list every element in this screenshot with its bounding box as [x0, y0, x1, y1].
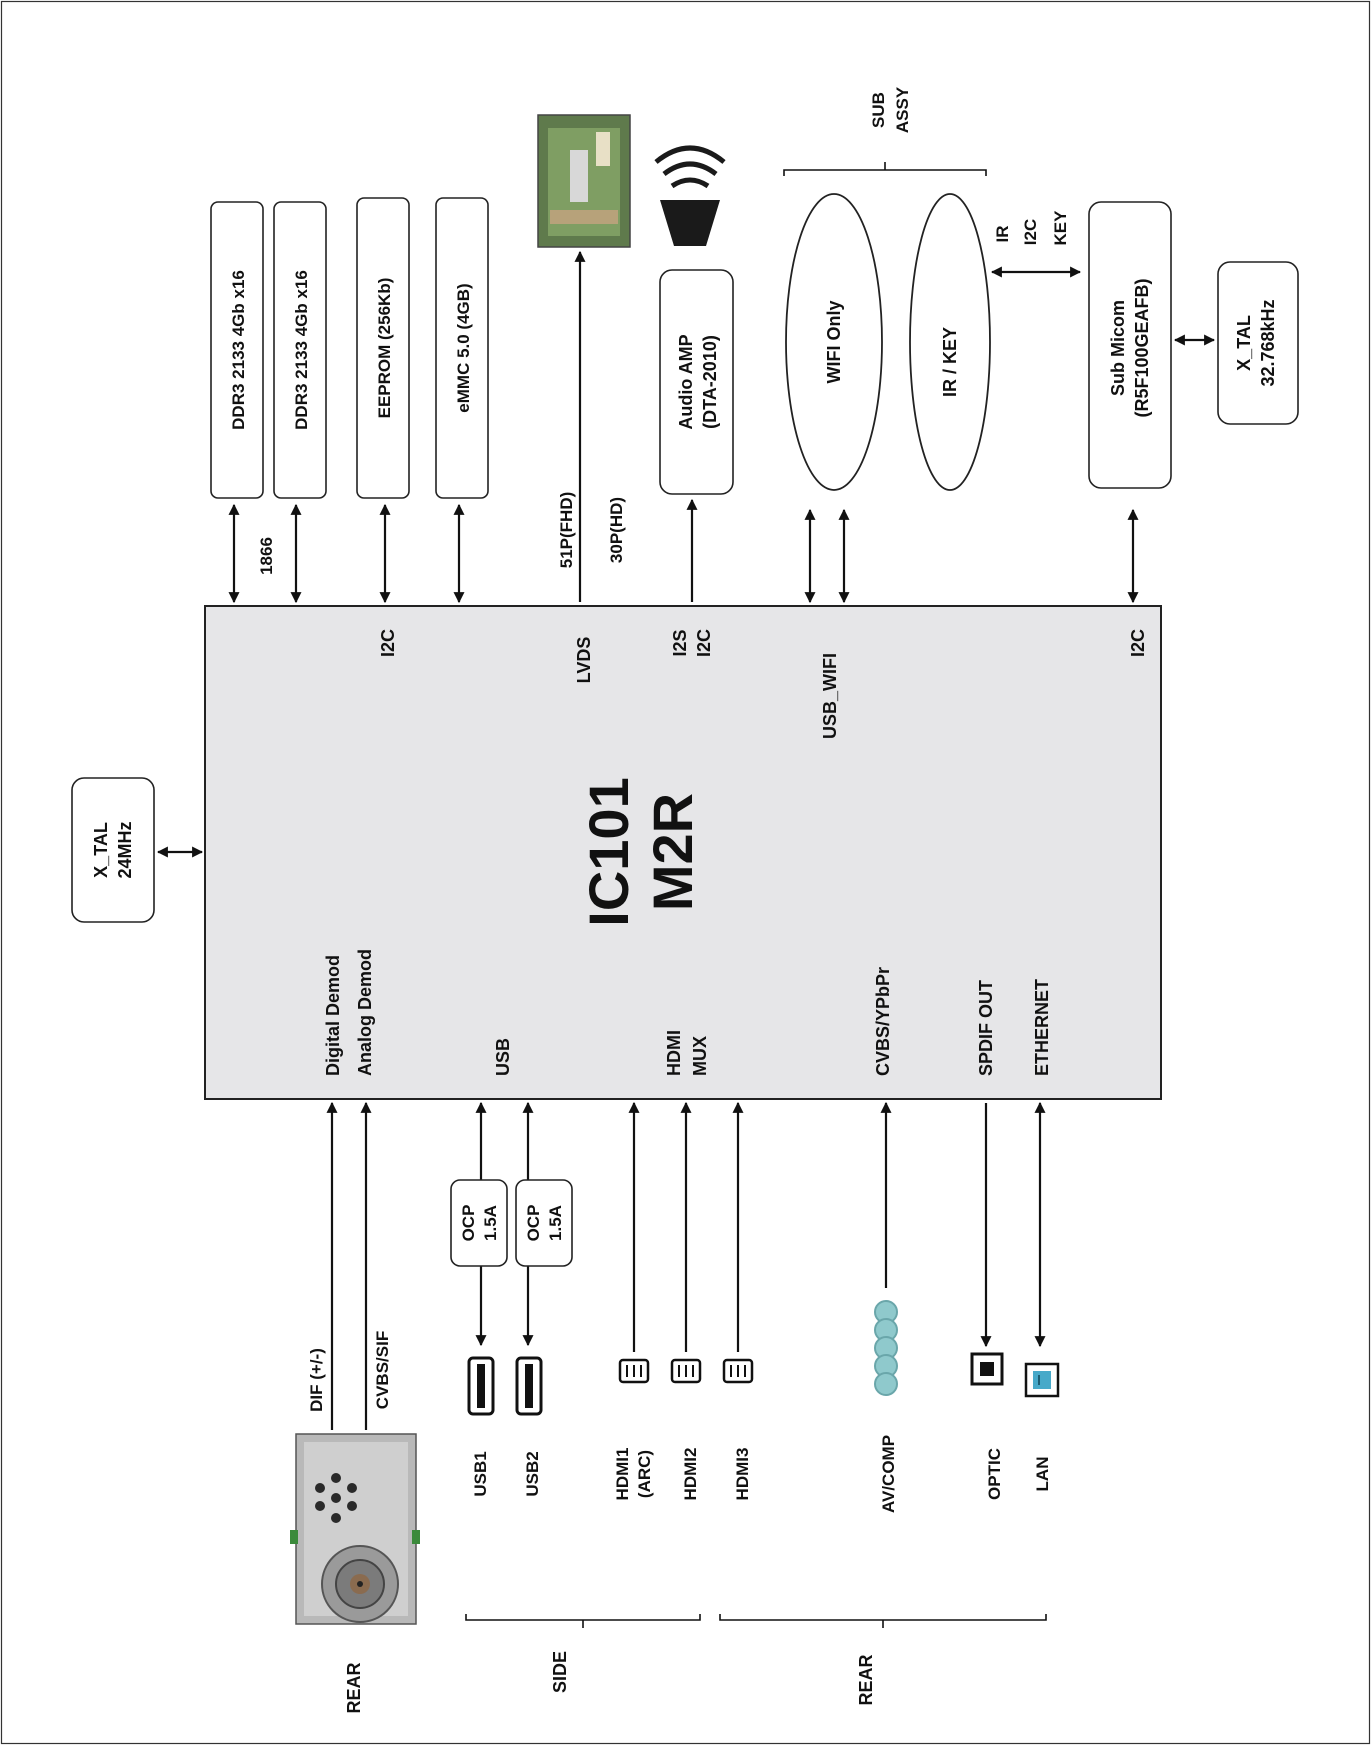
pin-i2c-micom: I2C [1128, 629, 1148, 657]
main-chip-box [204, 605, 1162, 1100]
pin-ethernet: ETHERNET [1032, 979, 1052, 1076]
pin-usb-wifi: USB_WIFI [820, 653, 840, 739]
audio-amp-box [659, 269, 734, 495]
sub-assy-line2: ASSY [893, 86, 912, 133]
chip-model: M2R [641, 793, 704, 911]
ddr-speed-label: 1866 [257, 537, 276, 575]
av-comp-label: AV/COMP [879, 1435, 898, 1513]
optic-port-icon [970, 1352, 1004, 1386]
hdmi2-port-icon [670, 1358, 702, 1384]
cvbs-sif-label: CVBS/SIF [373, 1331, 392, 1409]
pin-spdif-out: SPDIF OUT [976, 980, 996, 1076]
lan-label: LAN [1033, 1457, 1052, 1492]
ocp1-value: 1.5A [481, 1205, 500, 1241]
hdmi2-label: HDMI2 [681, 1448, 700, 1501]
pin-hdmi: HDMI [664, 1030, 684, 1076]
sub-xtal-freq: 32.768kHz [1258, 299, 1278, 386]
rear-tuner-label: REAR [344, 1662, 364, 1713]
pin-cvbs-ypbpr: CVBS/YPbPr [873, 967, 893, 1076]
pin-i2c-audio: I2C [694, 629, 714, 657]
sub-micom-part: (R5F100GEAFB) [1132, 278, 1152, 417]
ocp2-label: OCP [524, 1205, 543, 1242]
main-xtal-freq: 24MHz [115, 821, 135, 878]
main-xtal-label: X_TAL [91, 822, 111, 878]
sub-i2c-label: I2C [1021, 219, 1040, 245]
hdmi1-arc-label: (ARC) [635, 1450, 654, 1498]
tuner-image [290, 1433, 420, 1625]
pin-i2s: I2S [670, 629, 690, 656]
chip-name: IC101 [577, 777, 640, 926]
ddr3-b-label: DDR3 2133 4Gb x16 [292, 270, 311, 430]
lvds-fhd-label: 51P(FHD) [557, 492, 576, 569]
eeprom-label: EEPROM (256Kb) [375, 278, 394, 419]
ddr3-a-box [210, 201, 264, 499]
usb2-label: USB2 [523, 1451, 542, 1496]
rear-ports-bracket [719, 1614, 1047, 1628]
pin-usb: USB [493, 1038, 513, 1076]
wifi-module [785, 193, 883, 491]
main-xtal-box [71, 777, 155, 923]
ocp1-box [450, 1179, 508, 1267]
ir-key-module [909, 193, 991, 491]
sub-ir-label: IR [993, 226, 1012, 243]
pin-mux: MUX [690, 1036, 710, 1076]
ocp2-value: 1.5A [546, 1205, 565, 1241]
side-label: SIDE [550, 1651, 570, 1693]
hdmi3-port-icon [722, 1358, 754, 1384]
hdmi3-label: HDMI3 [733, 1448, 752, 1501]
ocp2-box [515, 1179, 573, 1267]
side-bracket [465, 1614, 701, 1628]
sub-key-label: KEY [1051, 210, 1070, 246]
audio-amp-part: (DTA-2010) [700, 335, 720, 429]
dif-label: DIF (+/-) [307, 1348, 326, 1412]
pin-lvds: LVDS [574, 637, 594, 684]
optic-label: OPTIC [985, 1448, 1004, 1500]
emmc-label: eMMC 5.0 (4GB) [454, 283, 473, 412]
ocp1-label: OCP [459, 1205, 478, 1242]
speaker-icon [654, 145, 726, 246]
usb2-port-icon [515, 1356, 543, 1416]
emmc-box [435, 197, 489, 499]
hdmi1-label: HDMI1 [613, 1448, 632, 1501]
usb1-label: USB1 [471, 1451, 490, 1496]
sub-micom-box [1088, 201, 1172, 489]
pin-i2c-eeprom: I2C [378, 629, 398, 657]
ir-key-label: IR / KEY [940, 327, 960, 397]
hdmi1-port-icon [618, 1358, 650, 1384]
wifi-label: WIFI Only [824, 301, 844, 384]
sub-assy-bracket [783, 162, 987, 176]
usb1-port-icon [467, 1356, 495, 1416]
sub-xtal-box [1217, 261, 1299, 425]
ddr3-b-box [273, 201, 327, 499]
sub-assy-line1: SUB [869, 92, 888, 128]
tv-panel-image [537, 114, 631, 248]
ddr3-a-label: DDR3 2133 4Gb x16 [229, 270, 248, 430]
eeprom-box [356, 197, 410, 499]
pin-analog-demod: Analog Demod [355, 949, 375, 1076]
lvds-hd-label: 30P(HD) [607, 497, 626, 563]
lan-port-icon [1024, 1362, 1060, 1398]
pin-digital-demod: Digital Demod [323, 955, 343, 1076]
sub-xtal-label: X_TAL [1234, 315, 1254, 371]
audio-amp-label: Audio AMP [676, 334, 696, 429]
av-comp-connector-icon [874, 1300, 898, 1396]
rear-ports-label: REAR [856, 1654, 876, 1705]
sub-micom-label: Sub Micom [1108, 300, 1128, 396]
